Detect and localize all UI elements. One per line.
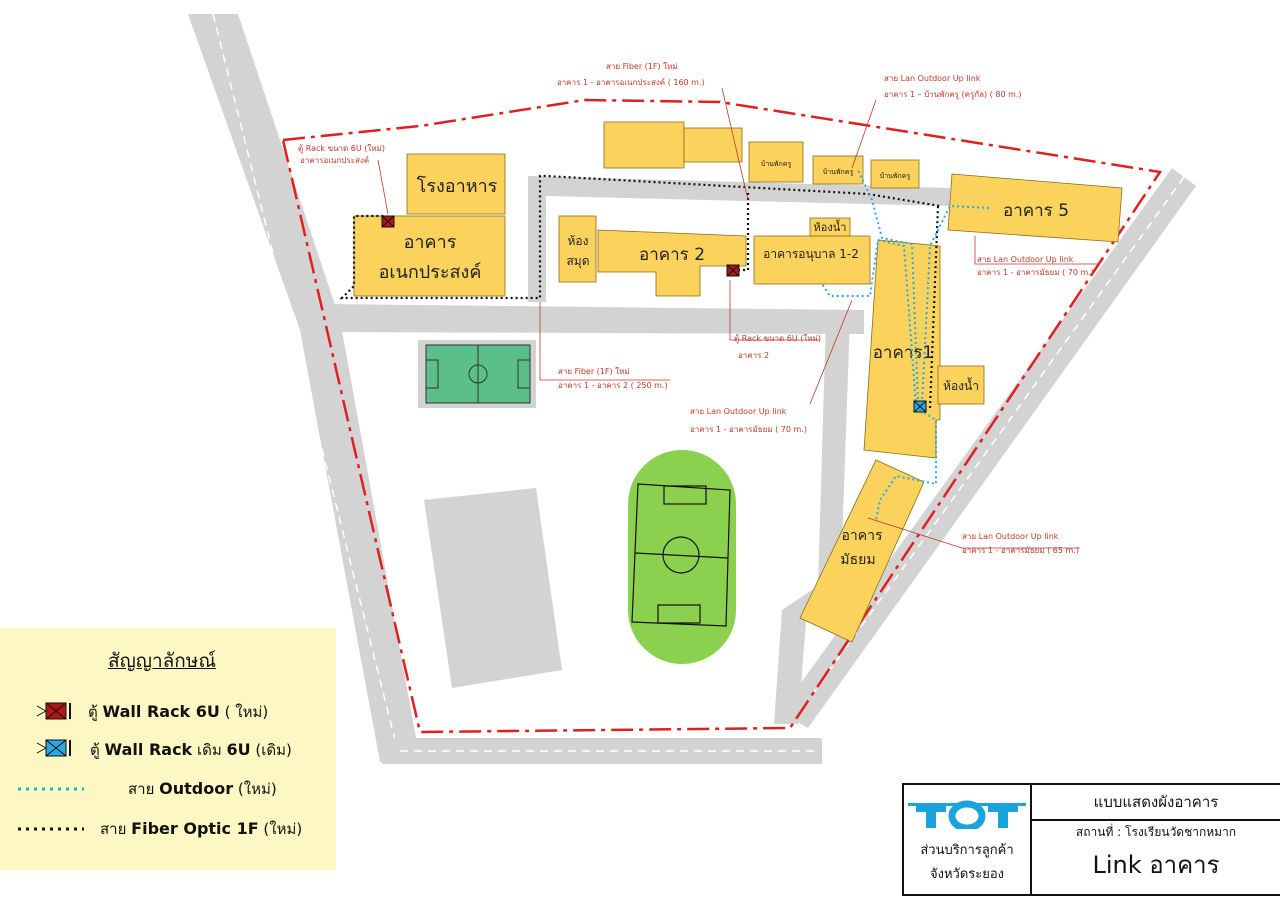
building-library — [558, 215, 597, 283]
small-football-field — [418, 340, 536, 408]
building-multipurpose — [353, 215, 506, 297]
road-center-horizontal — [326, 304, 864, 334]
football-stadium — [628, 450, 736, 664]
legend-rack-new-suffix: ( ใหม่) — [224, 703, 269, 721]
label-multipurpose-1: อาคาร — [404, 232, 457, 253]
outdoor-route-building5 — [921, 204, 991, 405]
tot-logo-icon — [908, 800, 1026, 829]
label-library-1: ห้อง — [568, 234, 589, 248]
legend-panel: สัญญาลักษณ์ ตู้ Wall Rack 6U ( ใหม่) ตู้… — [0, 628, 336, 870]
annotation-rack-multipurpose-2: อาคารอเนกประสงค์ — [300, 155, 369, 165]
fiber-line-symbol-icon — [18, 827, 84, 831]
building-canteen — [406, 153, 506, 215]
buildings — [353, 121, 1123, 643]
annotation-lan-sec-2: อาคาร 1 - อาคารมัธยม ( 65 m.) — [962, 546, 1079, 555]
legend-rack-existing-suffix: (เดิม) — [255, 741, 292, 759]
legend-fiber-suffix: (ใหม่) — [263, 820, 303, 838]
annotation-lan-top-1: สาย Lan Outdoor Up link — [884, 74, 981, 83]
legend-outdoor-bold: Outdoor — [159, 779, 234, 798]
rack-building1-existing — [913, 400, 927, 413]
label-kindergarten: อาคารอนุบาล 1-2 — [763, 247, 859, 262]
outdoor-route-kindergarten — [821, 238, 917, 407]
legend-fiber-prefix: สาย — [100, 820, 127, 838]
building-kindergarten — [753, 235, 871, 285]
grey-court — [424, 488, 562, 688]
title-block-place: สถานที่ : โรงเรียนวัดชากหมาก — [1075, 825, 1237, 839]
building-top-1 — [603, 121, 685, 169]
outdoor-line-symbol-icon — [18, 787, 84, 791]
title-block-dept-1: ส่วนบริการลูกค้า — [920, 843, 1014, 858]
building-secondary — [799, 459, 925, 643]
legend-fiber-bold: Fiber Optic 1F — [131, 819, 259, 838]
annotation-rack-b2-2: อาคาร 2 — [738, 351, 769, 360]
teacher-house-1 — [748, 141, 804, 183]
label-canteen: โรงอาหาร — [417, 175, 498, 197]
legend-outdoor: สาย Outdoor (ใหม่) — [128, 777, 277, 801]
annotation-lan-top-2: อาคาร 1 – บ้านพักครู (ครูกัล) ( 80 m.) — [884, 90, 1022, 100]
legend-rack-existing: ตู้ Wall Rack เดิม 6U (เดิม) — [90, 738, 292, 762]
rack-multipurpose — [381, 215, 395, 228]
legend-rack-existing-bold2: 6U — [226, 740, 251, 759]
road-west — [188, 14, 420, 762]
outdoor-route-teacher-house — [857, 169, 919, 405]
annotation-lan-b5-2: อาคาร 1 - อาคารมัธยม ( 70 m.) — [977, 268, 1094, 277]
annotation-fiber-b2-1: สาย Fiber (1F) ใหม่ — [558, 367, 630, 376]
building-5 — [947, 173, 1123, 243]
legend-rack-new: ตู้ Wall Rack 6U ( ใหม่) — [88, 700, 268, 724]
label-restroom-top: ห้องน้ำ — [814, 219, 847, 234]
annotation-lan-b5-1: สาย Lan Outdoor Up link — [977, 255, 1074, 264]
legend-rack-existing-prefix: ตู้ — [90, 741, 100, 759]
label-building-5: อาคาร 5 — [1003, 201, 1069, 221]
rack-building2 — [726, 264, 740, 277]
road-inner-top — [528, 176, 950, 302]
title-block-name: Link อาคาร — [1092, 851, 1220, 879]
label-teacher-house-2: บ้านพักครู — [823, 168, 854, 176]
fiber-route-multipurpose — [339, 174, 941, 409]
legend-rack-new-prefix: ตู้ — [88, 703, 98, 721]
label-secondary-1: อาคาร — [841, 528, 882, 544]
label-teacher-house-1: บ้านพักครู — [761, 160, 792, 168]
legend-outdoor-prefix: สาย — [128, 780, 155, 798]
outdoor-routes — [821, 169, 991, 521]
annotation-lan-kg-2: อาคาร 1 - อาคารมัธยม ( 70 m.) — [690, 425, 807, 434]
building-labels: โรงอาหาร อาคาร อเนกประสงค์ ห้อง สมุด อาค… — [379, 160, 1069, 568]
road-center-vertical — [774, 318, 850, 724]
legend-title: สัญญาลักษณ์ — [108, 650, 216, 672]
annotations: ตู้ Rack ขนาด 6U (ใหม่) อาคารอเนกประสงค์… — [298, 62, 1094, 555]
annotation-lan-kg-1: สาย Lan Outdoor Up link — [690, 407, 787, 416]
annotation-rack-b2-1: ตู้ Rack ขนาด 6U (ใหม่) — [734, 334, 821, 344]
legend-outdoor-suffix: (ใหม่) — [237, 780, 277, 798]
building-top-2 — [683, 127, 743, 163]
legend-rack-existing-mid: เดิม — [196, 741, 222, 759]
label-multipurpose-2: อเนกประสงค์ — [379, 262, 482, 283]
label-building-1: อาคาร1 — [873, 343, 934, 363]
annotation-lan-sec-1: สาย Lan Outdoor Up link — [962, 532, 1059, 541]
title-block-title: แบบแสดงผังอาคาร — [1032, 785, 1280, 821]
annotation-fiber-top-1: สาย Fiber (1F) ใหม่ — [606, 62, 678, 71]
title-block-dept-2: จังหวัดระยอง — [929, 867, 1004, 882]
label-building-2: อาคาร 2 — [639, 245, 705, 265]
restroom-top — [809, 217, 851, 237]
annotation-fiber-b2-2: อาคาร 1 - อาคาร 2 ( 250 m.) — [558, 381, 668, 390]
title-block-org: ส่วนบริการลูกค้า จังหวัดระยอง — [904, 785, 1032, 894]
outdoor-route-secondary — [875, 409, 937, 521]
label-teacher-house-3: บ้านพักครู — [880, 172, 911, 180]
legend-rack-new-bold: Wall Rack 6U — [102, 702, 220, 721]
legend-rack-existing-bold: Wall Rack — [104, 740, 193, 759]
annotation-leaders — [377, 87, 1100, 549]
legend-fiber: สาย Fiber Optic 1F (ใหม่) — [100, 817, 302, 841]
annotation-rack-multipurpose-1: ตู้ Rack ขนาด 6U (ใหม่) — [298, 144, 385, 154]
title-block: ส่วนบริการลูกค้า จังหวัดระยอง แบบแสดงผัง… — [902, 783, 1280, 896]
label-secondary-2: มัธยม — [840, 552, 875, 568]
rack-new-symbol-icon — [36, 702, 71, 720]
annotation-fiber-top-2: อาคาร 1 - อาคารอเนกประสงค์ ( 160 m.) — [557, 77, 705, 87]
building-2 — [597, 229, 747, 297]
label-restroom-right: ห้องน้ำ — [943, 377, 979, 393]
property-boundary — [281, 98, 1163, 734]
label-library-2: สมุด — [566, 254, 589, 269]
rack-existing-symbol-icon — [36, 739, 71, 757]
restroom-right — [937, 365, 985, 405]
teacher-house-3 — [870, 159, 920, 189]
